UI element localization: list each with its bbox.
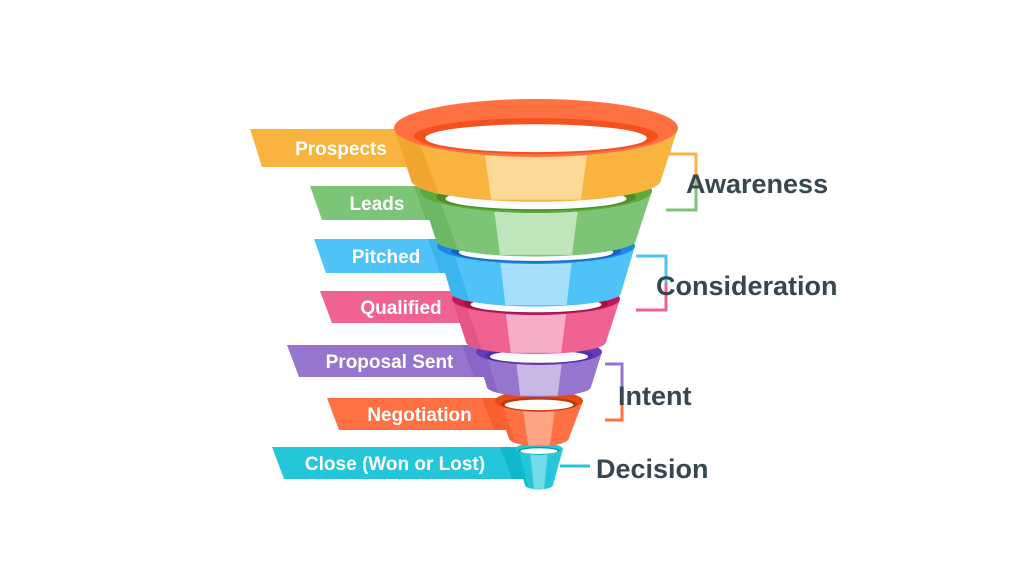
label-tab-pitched: Pitched — [314, 239, 458, 273]
label-tab-text: Proposal Sent — [326, 352, 454, 373]
funnel-shade — [437, 246, 470, 302]
stage-label: Awareness — [686, 169, 828, 199]
label-tab-shape — [272, 447, 530, 479]
stage-tabs: Close (Won or Lost) Negotiation Proposal S… — [250, 129, 530, 479]
stage-bracket-bottom — [666, 182, 698, 212]
label-tab-close-won-or-lost: Close (Won or Lost) — [272, 447, 530, 479]
stage-bracket-top — [666, 152, 698, 182]
funnel-opening — [489, 350, 589, 363]
label-tab-proposal-sent: Proposal Sent — [287, 345, 492, 377]
stage-label: Consideration — [656, 271, 838, 301]
funnel-shade — [515, 449, 529, 488]
funnel-layer-close-won-or-lost — [515, 443, 563, 490]
stage-bracket-bottom — [636, 283, 668, 312]
label-tab-text: Leads — [350, 194, 405, 215]
stage-label: Intent — [618, 381, 692, 411]
funnel-shade — [420, 191, 458, 250]
stage-bracket-bottom — [605, 392, 624, 422]
funnel-opening — [504, 399, 574, 411]
label-tab-shape — [287, 345, 492, 377]
label-tab-text: Pitched — [352, 247, 421, 268]
label-tab-text: Close (Won or Lost) — [305, 454, 485, 475]
stage-bracket-top — [605, 362, 624, 392]
funnel-highlight — [505, 313, 567, 353]
funnel-opening — [425, 124, 647, 153]
funnel-highlight — [494, 210, 578, 255]
funnel-highlight — [530, 454, 548, 490]
label-tab-negotiation: Negotiation — [327, 398, 512, 430]
funnel-layers — [394, 99, 678, 490]
funnel-highlight — [523, 410, 555, 446]
stage-intent: Intent — [605, 362, 692, 422]
funnel-highlight — [484, 154, 588, 200]
funnel-shade — [476, 352, 499, 393]
funnel-shade — [452, 299, 482, 350]
label-tab-shape — [314, 239, 458, 273]
label-tab-text: Prospects — [295, 139, 387, 160]
label-tab-text: Qualified — [360, 298, 441, 319]
label-tab-text: Negotiation — [367, 405, 472, 426]
label-tab-shape — [327, 398, 512, 430]
label-tab-shape — [320, 291, 482, 323]
funnel-opening — [520, 448, 558, 454]
stage-awareness: Awareness — [666, 152, 828, 212]
stage-decision: Decision — [560, 454, 709, 484]
stage-bracket-top — [636, 254, 668, 283]
funnel-shade — [495, 401, 516, 443]
funnel-shade — [394, 128, 439, 194]
stage-label: Decision — [596, 454, 709, 484]
funnel-highlight — [500, 262, 572, 306]
stage-consideration: Consideration — [636, 254, 838, 312]
label-tab-shape — [310, 186, 444, 220]
funnel-layer-prospects — [394, 99, 678, 202]
funnel-highlight — [516, 363, 562, 396]
funnel-layer-negotiation — [495, 390, 583, 447]
label-tab-shape — [250, 129, 432, 167]
